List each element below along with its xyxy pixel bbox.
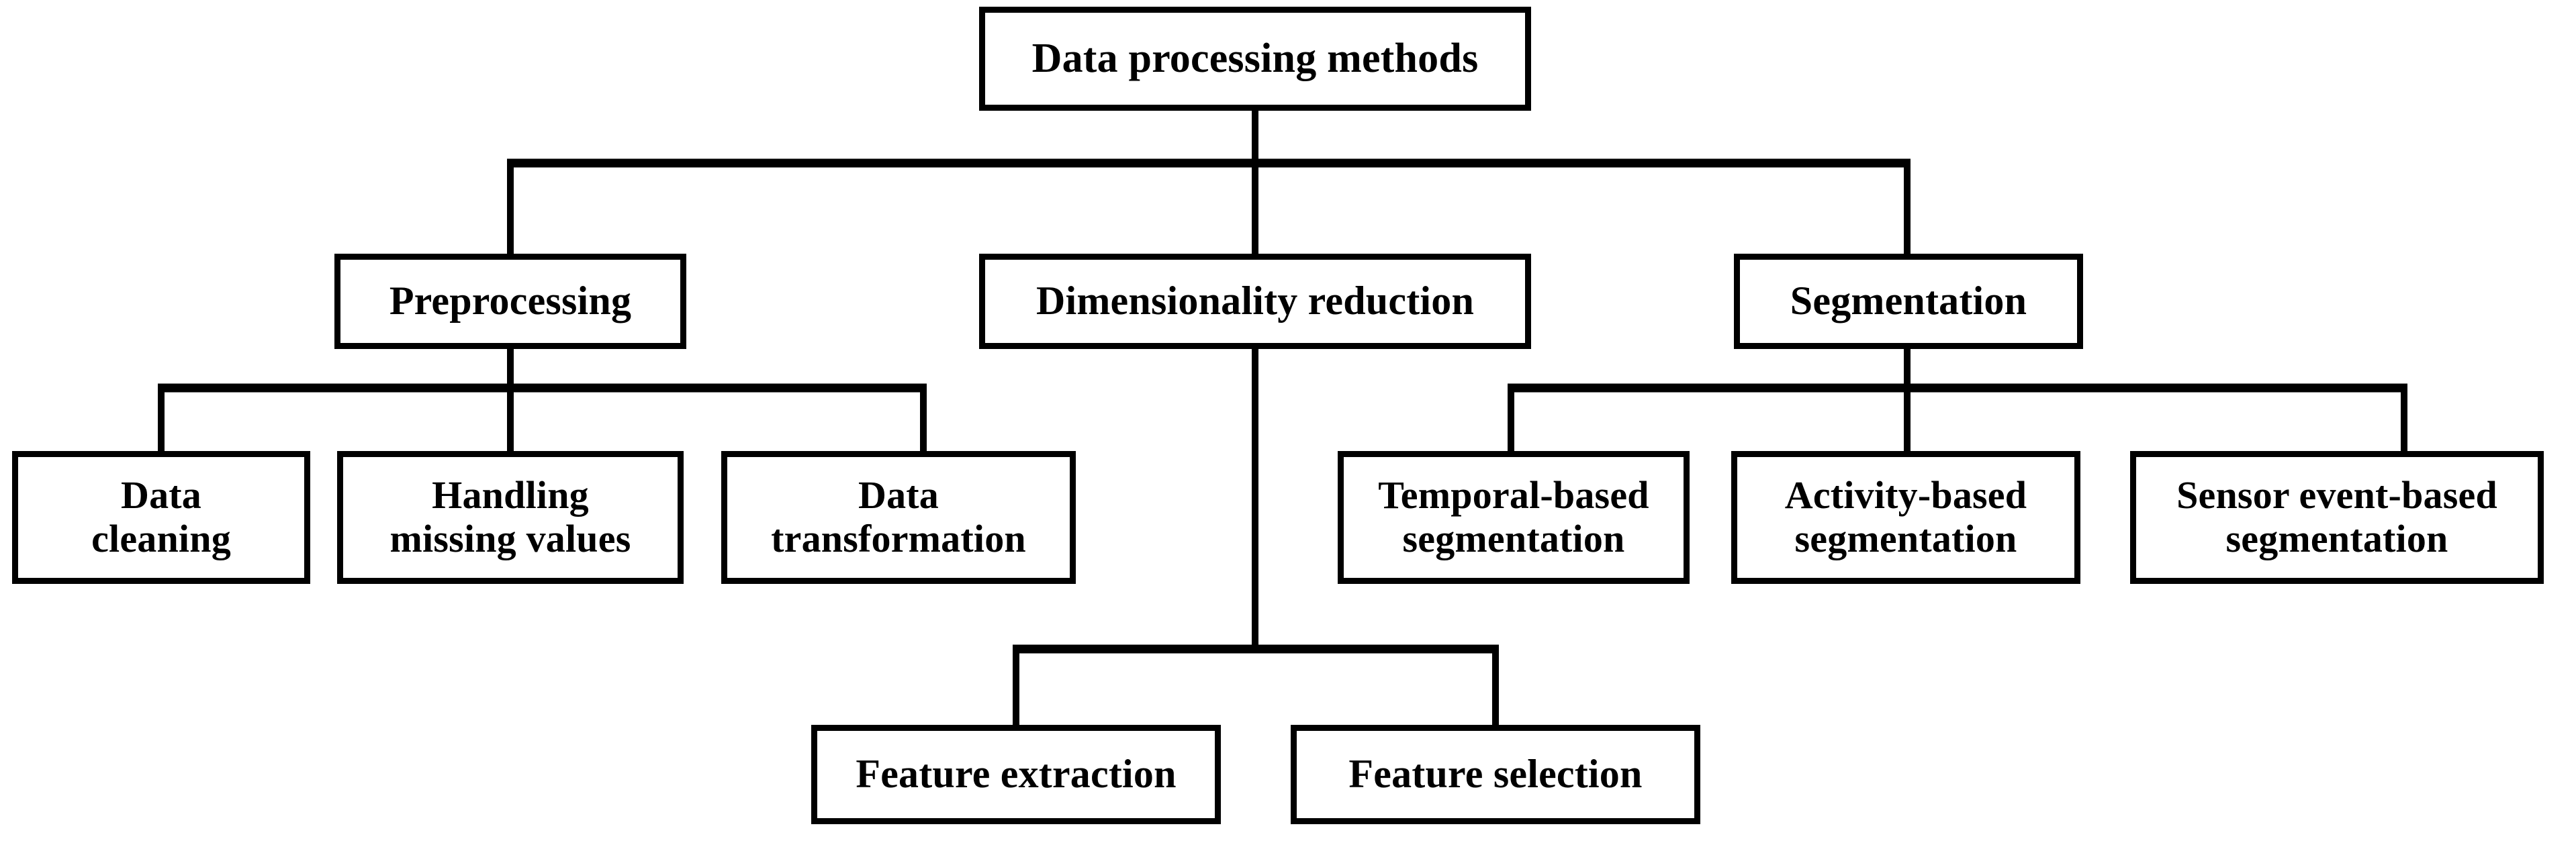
- node-dimensionality-reduction[interactable]: Dimensionality reduction: [979, 254, 1531, 349]
- node-feature-extraction[interactable]: Feature extraction: [811, 725, 1221, 824]
- node-feature-selection[interactable]: Feature selection: [1291, 725, 1700, 824]
- node-data-transformation[interactable]: Data transformation: [721, 451, 1076, 584]
- node-label: Data cleaning: [91, 473, 231, 560]
- node-segmentation[interactable]: Segmentation: [1734, 254, 2083, 349]
- node-sensor-event-based-segmentation[interactable]: Sensor event-based segmentation: [2130, 451, 2544, 584]
- node-data-processing-methods[interactable]: Data processing methods: [979, 7, 1531, 111]
- node-preprocessing[interactable]: Preprocessing: [334, 254, 686, 349]
- node-data-cleaning[interactable]: Data cleaning: [12, 451, 310, 584]
- node-label: Feature extraction: [856, 752, 1177, 797]
- node-label: Segmentation: [1790, 279, 2027, 323]
- node-label: Data transformation: [771, 473, 1026, 560]
- node-label: Dimensionality reduction: [1036, 279, 1475, 323]
- node-label: Data processing methods: [1031, 35, 1479, 81]
- node-label: Activity-based segmentation: [1784, 473, 2027, 560]
- node-label: Temporal-based segmentation: [1378, 473, 1649, 560]
- node-handling-missing-values[interactable]: Handling missing values: [337, 451, 684, 584]
- node-label: Feature selection: [1348, 752, 1643, 797]
- node-label: Preprocessing: [389, 279, 632, 323]
- node-label: Sensor event-based segmentation: [2176, 473, 2497, 560]
- node-temporal-based-segmentation[interactable]: Temporal-based segmentation: [1338, 451, 1690, 584]
- node-label: Handling missing values: [389, 473, 631, 560]
- node-activity-based-segmentation[interactable]: Activity-based segmentation: [1731, 451, 2080, 584]
